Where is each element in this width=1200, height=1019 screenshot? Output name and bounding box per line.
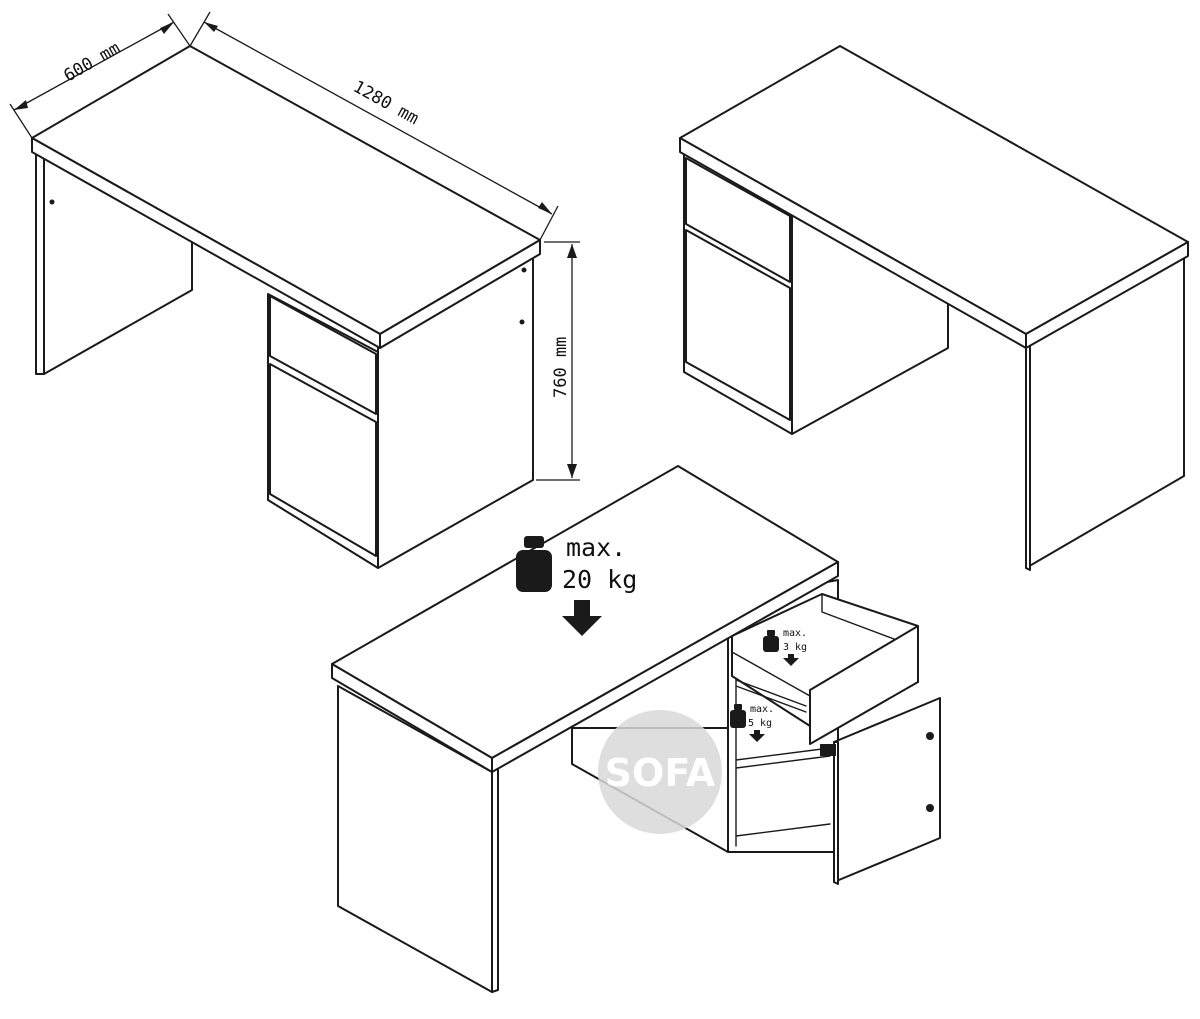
open-door xyxy=(833,697,941,883)
hinge-icon xyxy=(820,744,836,756)
drawer-load-weight: 3 kg xyxy=(783,642,807,653)
drawer-front xyxy=(685,157,791,283)
top-load-indicator: max. 20 kg xyxy=(516,533,637,636)
desk-top-side-edge xyxy=(379,239,541,349)
desk-view-reverse xyxy=(679,45,1189,571)
top-load-max: max. xyxy=(566,533,626,562)
top-load-weight: 20 kg xyxy=(562,565,637,594)
drawer-back xyxy=(821,593,903,643)
door-pad xyxy=(926,732,934,740)
drawer-front-panel xyxy=(809,625,919,745)
shelf-load-indicator: max. 5 kg xyxy=(730,704,774,742)
weight-icon-knob xyxy=(734,704,742,710)
height-label: 760 mm xyxy=(551,337,571,398)
plinth-line xyxy=(685,361,791,421)
weight-icon-knob xyxy=(767,630,775,636)
down-arrow-icon xyxy=(783,654,799,666)
shelf-load-weight: 5 kg xyxy=(748,718,772,729)
weight-icon-knob xyxy=(524,536,544,548)
right-leg-edge xyxy=(1025,343,1031,571)
door-pad xyxy=(926,804,934,812)
width-label: 1280 mm xyxy=(350,77,422,129)
drawer-front xyxy=(269,295,377,415)
height-dimension: 760 mm xyxy=(536,241,580,481)
plinth-line xyxy=(269,493,377,557)
drawer-runner xyxy=(735,685,807,713)
desk-view-dimensioned: 600 mm 1280 mm 760 mm xyxy=(9,11,580,569)
left-leg-edge xyxy=(491,767,499,993)
left-leg-edge xyxy=(35,151,45,375)
shelf-edge xyxy=(735,755,831,769)
desk-top-side-edge xyxy=(1025,241,1189,349)
drawer-load-indicator: max. 3 kg xyxy=(763,628,807,666)
depth-label: 600 mm xyxy=(61,38,124,86)
weight-icon xyxy=(516,550,552,592)
down-arrow-icon xyxy=(749,730,765,742)
watermark-text: SOFA xyxy=(605,751,716,795)
shelf-front xyxy=(735,747,831,761)
drawer-runner xyxy=(735,679,807,707)
down-arrow-icon xyxy=(562,600,602,636)
weight-icon xyxy=(763,636,779,652)
cabinet-screw xyxy=(519,319,525,325)
watermark-circle xyxy=(598,710,722,834)
cabinet-bottom xyxy=(735,823,831,837)
watermark: SOFA xyxy=(598,710,722,834)
weight-icon xyxy=(730,710,746,728)
cabinet-screw xyxy=(521,267,527,273)
drawer-load-max: max. xyxy=(783,628,807,639)
leg-screw xyxy=(49,199,55,205)
shelf-load-max: max. xyxy=(750,704,774,715)
open-door-edge xyxy=(833,741,839,885)
desk-top-side-edge xyxy=(491,561,839,773)
